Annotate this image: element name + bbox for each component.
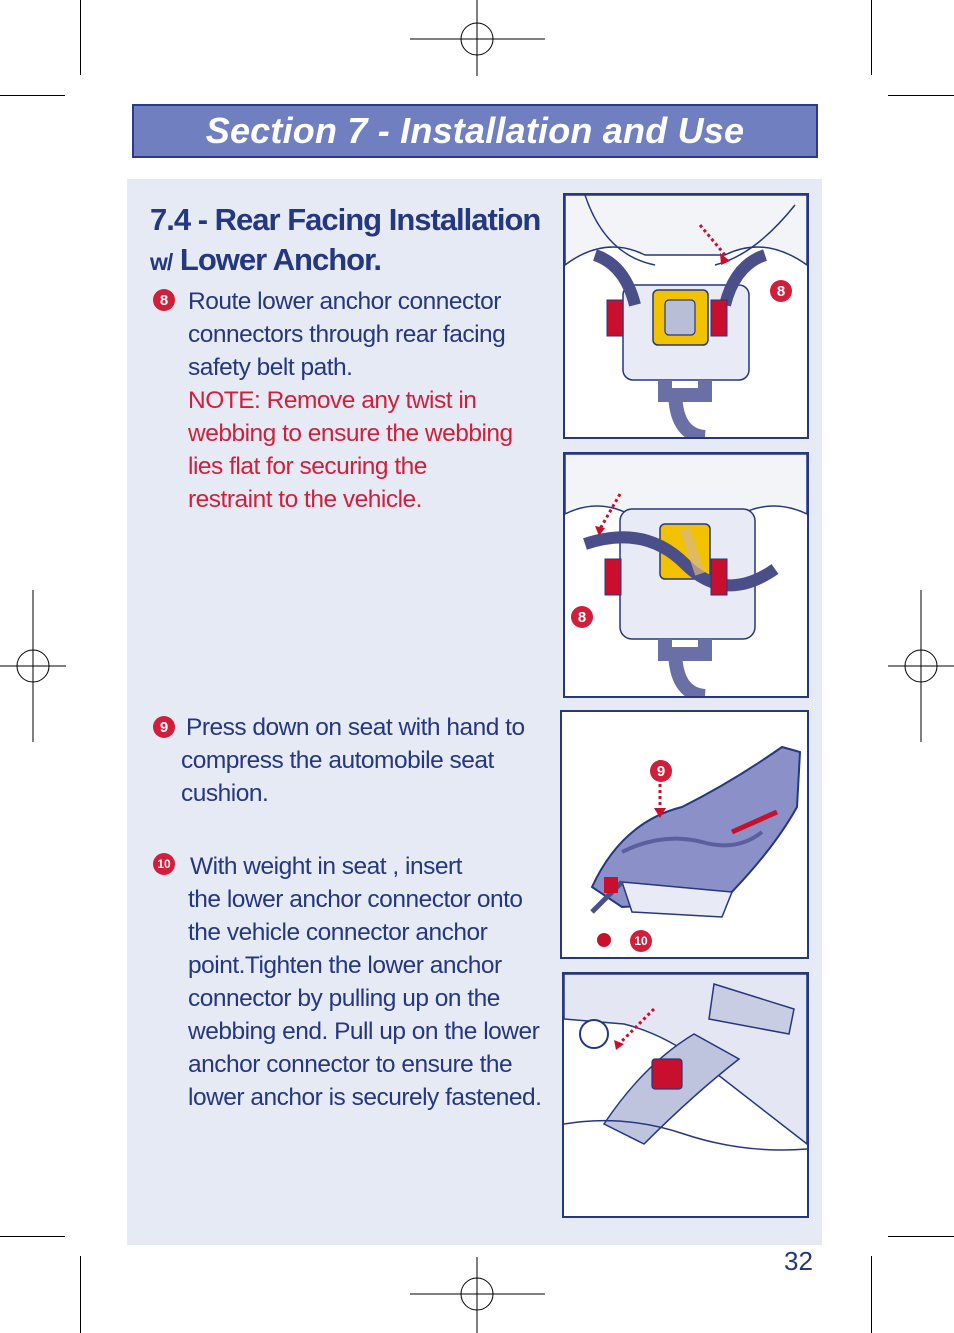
section-title: Section 7 - Installation and Use: [205, 110, 745, 151]
step-number-10: 10: [153, 853, 175, 875]
figure-label-9: 9: [650, 760, 672, 782]
step-10-line: lower anchor is securely fastened.: [188, 1084, 542, 1111]
illustration-lower-anchor-connector: [564, 974, 807, 1151]
crop-mark: [0, 95, 65, 96]
step-10-line: connector by pulling up on the: [188, 985, 500, 1012]
step-9-text: Press down on seat with hand to compress…: [181, 711, 525, 810]
step-10-line: webbing end. Pull up on the lower: [188, 1018, 540, 1045]
step-8-line: connectors through rear facing: [188, 321, 506, 348]
step-8-line: safety belt path.: [188, 354, 353, 381]
subsection-title-line2: w/ Lower Anchor.: [150, 240, 560, 282]
section-banner: Section 7 - Installation and Use: [132, 104, 818, 158]
crop-mark: [0, 1236, 65, 1237]
figure-tighten-connector: [562, 972, 809, 1218]
step-9-line: Press down on seat with hand to: [186, 714, 525, 741]
crop-mark: [871, 0, 872, 75]
crop-mark: [80, 0, 81, 75]
figure-route-connectors-1: 8: [563, 193, 809, 439]
step-number-9: 9: [153, 716, 175, 738]
step-9-line: cushion.: [181, 780, 269, 807]
step-8-text: Route lower anchor connector connectors …: [188, 285, 513, 516]
step-10-line: point.Tighten the lower anchor: [188, 952, 502, 979]
illustration-car-seat-belt-path: [565, 454, 807, 696]
subsection-title-line1: 7.4 - Rear Facing Installation: [150, 202, 541, 237]
step-10-line: the lower anchor connector onto: [188, 886, 523, 913]
crop-mark: [80, 1256, 81, 1333]
crop-mark: [888, 95, 954, 96]
step-8-note-line: webbing to ensure the webbing: [188, 420, 513, 447]
step-number-8: 8: [153, 289, 175, 311]
step-10-text: With weight in seat , insert the lower a…: [188, 850, 542, 1114]
page-number: 32: [784, 1246, 813, 1276]
figure-label-8: 8: [571, 606, 593, 628]
subsection-heading: 7.4 - Rear Facing Installation w/ Lower …: [150, 200, 560, 282]
step-10-line: the vehicle connector anchor: [188, 919, 488, 946]
registration-mark-left: [0, 590, 66, 742]
registration-mark-right: [888, 590, 954, 742]
figure-label-10: 10: [630, 930, 652, 952]
subsection-title-rest: Lower Anchor.: [172, 242, 382, 277]
step-8-note-line: NOTE: Remove any twist in: [188, 387, 477, 414]
crop-mark: [871, 1256, 872, 1333]
step-10-line: anchor connector to ensure the: [188, 1051, 513, 1078]
step-8-note-line: restraint to the vehicle.: [188, 486, 422, 513]
figure-label-8: 8: [770, 280, 792, 302]
illustration-car-seat-base: [565, 195, 807, 437]
step-8-line: Route lower anchor connector: [188, 288, 501, 315]
figure-press-seat: 9 10: [560, 710, 809, 959]
registration-mark-top: [410, 0, 545, 76]
illustration-rear-facing-seat: [590, 745, 802, 947]
registration-mark-bottom: [410, 1257, 545, 1333]
subsection-title-prefix: w/: [150, 249, 173, 275]
crop-mark: [888, 1236, 954, 1237]
step-9-line: compress the automobile seat: [181, 747, 494, 774]
figure-route-connectors-2: 8: [563, 452, 809, 698]
step-10-line: With weight in seat , insert: [190, 853, 462, 880]
step-8-note-line: lies flat for securing the: [188, 453, 427, 480]
